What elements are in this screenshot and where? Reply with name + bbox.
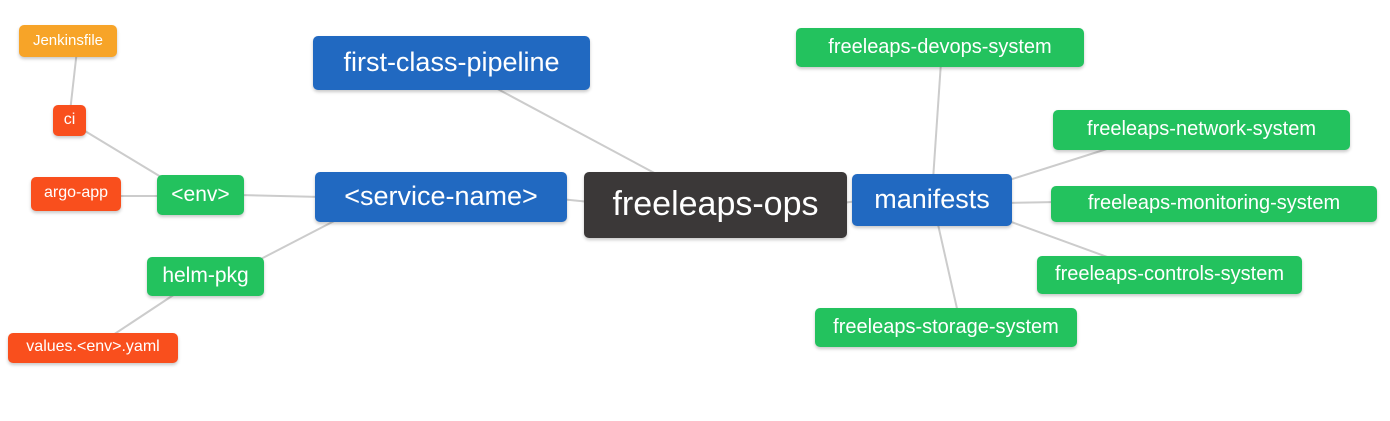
node-ci[interactable]: ci — [53, 105, 86, 136]
node-label: manifests — [874, 183, 990, 214]
node-manifests[interactable]: manifests — [852, 174, 1012, 226]
edge-helm-pkg--service-name — [254, 217, 341, 263]
node-label: <service-name> — [344, 180, 538, 211]
node-freeleaps-storage-system[interactable]: freeleaps-storage-system — [815, 308, 1077, 347]
edge-jenkinsfile--ci — [69, 49, 78, 113]
node-label: freeleaps-devops-system — [828, 35, 1052, 58]
node-label: freeleaps-network-system — [1087, 118, 1316, 140]
node-label: freeleaps-controls-system — [1055, 263, 1284, 285]
node-label: freeleaps-monitoring-system — [1087, 192, 1341, 214]
edge-manifests--freeleaps-network-system — [1005, 147, 1111, 182]
edge-first-class-pipeline--freeleaps-ops — [491, 85, 661, 177]
edge-manifests--freeleaps-controls-system — [1005, 219, 1111, 259]
node-freeleaps-monitoring-system[interactable]: freeleaps-monitoring-system — [1051, 186, 1377, 222]
node-service-name[interactable]: <service-name> — [315, 172, 567, 222]
node-freeleaps-controls-system[interactable]: freeleaps-controls-system — [1037, 256, 1302, 294]
node-freeleaps-devops-system[interactable]: freeleaps-devops-system — [796, 28, 1084, 67]
node-label: values.<env>.yaml — [26, 338, 160, 355]
edge-values-env-yaml--helm-pkg — [109, 291, 179, 338]
node-label: <env> — [171, 182, 230, 206]
node-label: Jenkinsfile — [32, 31, 104, 49]
edge-ci--env — [79, 127, 167, 181]
node-label: helm-pkg — [162, 264, 249, 287]
node-freeleaps-ops[interactable]: freeleaps-ops — [584, 172, 847, 238]
node-label: argo-app — [43, 184, 109, 201]
node-argo-app[interactable]: argo-app — [31, 177, 121, 211]
node-env[interactable]: <env> — [157, 175, 244, 215]
edge-env--service-name — [237, 194, 323, 198]
node-values-env-yaml[interactable]: values.<env>.yaml — [8, 333, 178, 363]
node-label: freeleaps-storage-system — [833, 315, 1059, 338]
node-first-class-pipeline[interactable]: first-class-pipeline — [313, 36, 590, 90]
node-freeleaps-network-system[interactable]: freeleaps-network-system — [1053, 110, 1350, 150]
edge-manifests--freeleaps-storage-system — [936, 219, 959, 314]
node-helm-pkg[interactable]: helm-pkg — [147, 257, 264, 296]
node-jenkinsfile[interactable]: Jenkinsfile — [19, 25, 117, 57]
edge-manifests--freeleaps-devops-system — [932, 61, 942, 181]
node-label: first-class-pipeline — [343, 46, 560, 77]
node-label: freeleaps-ops — [612, 185, 819, 223]
node-label: ci — [63, 110, 76, 128]
